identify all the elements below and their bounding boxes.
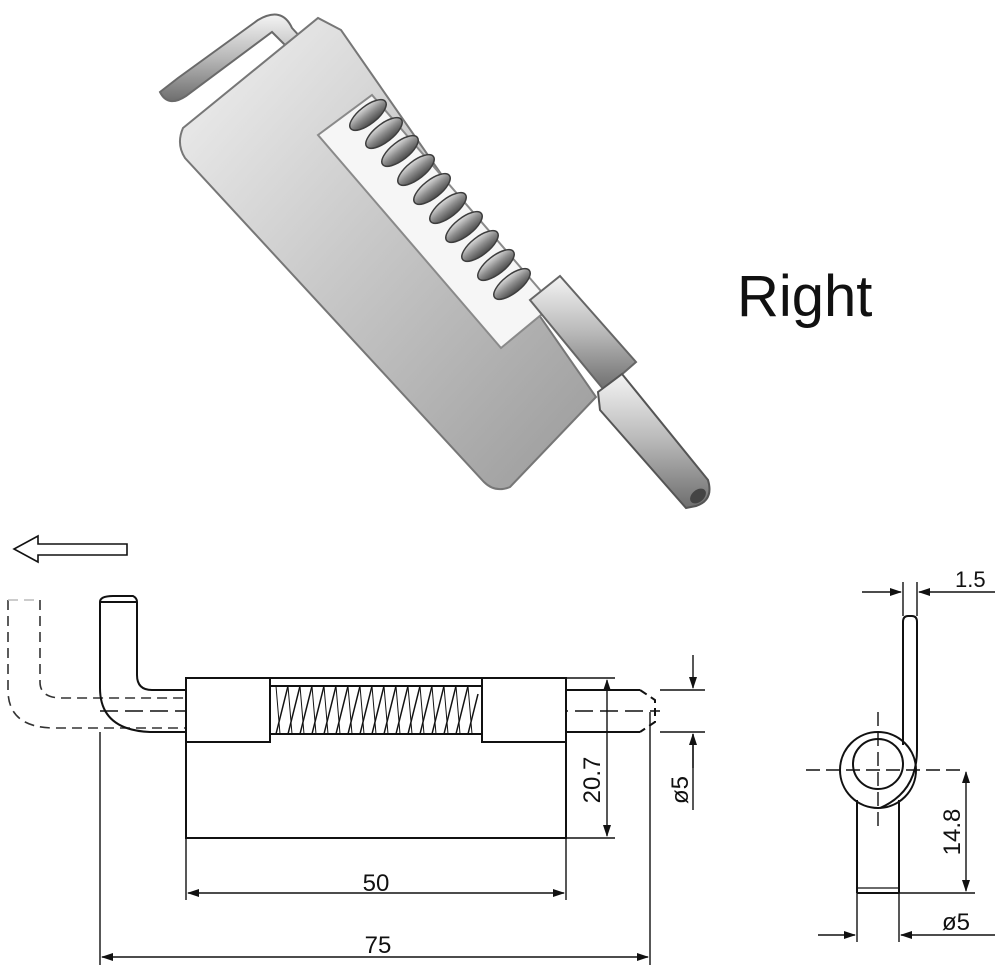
direction-arrow-icon <box>12 534 128 564</box>
latch-barrel <box>528 274 638 392</box>
dim-label-side-diameter: ø5 <box>942 909 970 936</box>
spring-hatching <box>275 685 479 735</box>
side-plate-outline <box>879 615 918 809</box>
dim-label-pin-diameter: ø5 <box>667 776 694 804</box>
side-label: Right <box>737 264 872 329</box>
dim-label-14-8: 14.8 <box>939 809 966 856</box>
side-view-drawing <box>806 582 995 942</box>
latch-plate <box>179 16 598 491</box>
dim-label-50: 50 <box>363 870 390 897</box>
plate-outline <box>185 677 567 839</box>
latch-spring <box>349 98 531 301</box>
handle-outline <box>99 595 187 733</box>
barrel-left <box>185 677 271 743</box>
latch-product-photo <box>158 13 711 510</box>
latch-pin <box>596 372 711 510</box>
handle-ghost-outline <box>7 600 185 729</box>
barrel-right <box>481 677 567 743</box>
dim-label-1-5: 1.5 <box>955 567 986 592</box>
dim-label-75: 75 <box>365 932 392 959</box>
front-view-drawing <box>7 534 705 965</box>
dim-label-20-7: 20.7 <box>579 757 606 804</box>
